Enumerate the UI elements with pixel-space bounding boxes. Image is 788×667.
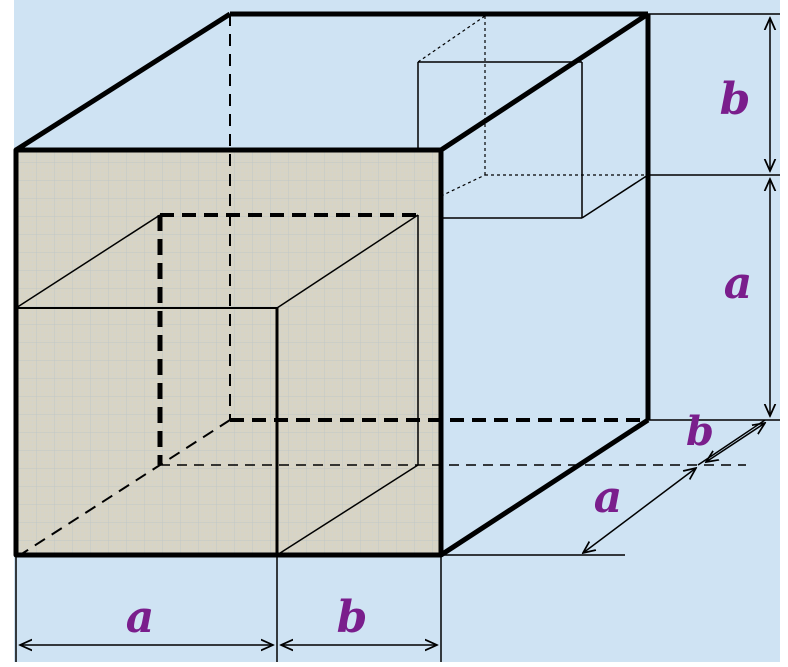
label-bottom-a: a xyxy=(126,592,155,643)
front-face-grid xyxy=(16,150,441,555)
right-border xyxy=(780,0,788,662)
inner-cube-b xyxy=(417,15,649,219)
label-depth-a: a xyxy=(594,472,623,523)
label-depth-b: b xyxy=(686,408,714,455)
label-right-b: b xyxy=(720,74,751,125)
left-border xyxy=(0,0,14,662)
outer-cube xyxy=(13,11,651,558)
dimension-lines xyxy=(15,13,780,662)
inner-cube-a xyxy=(15,213,746,556)
label-bottom-b: b xyxy=(337,592,368,643)
label-right-a: a xyxy=(724,258,753,309)
